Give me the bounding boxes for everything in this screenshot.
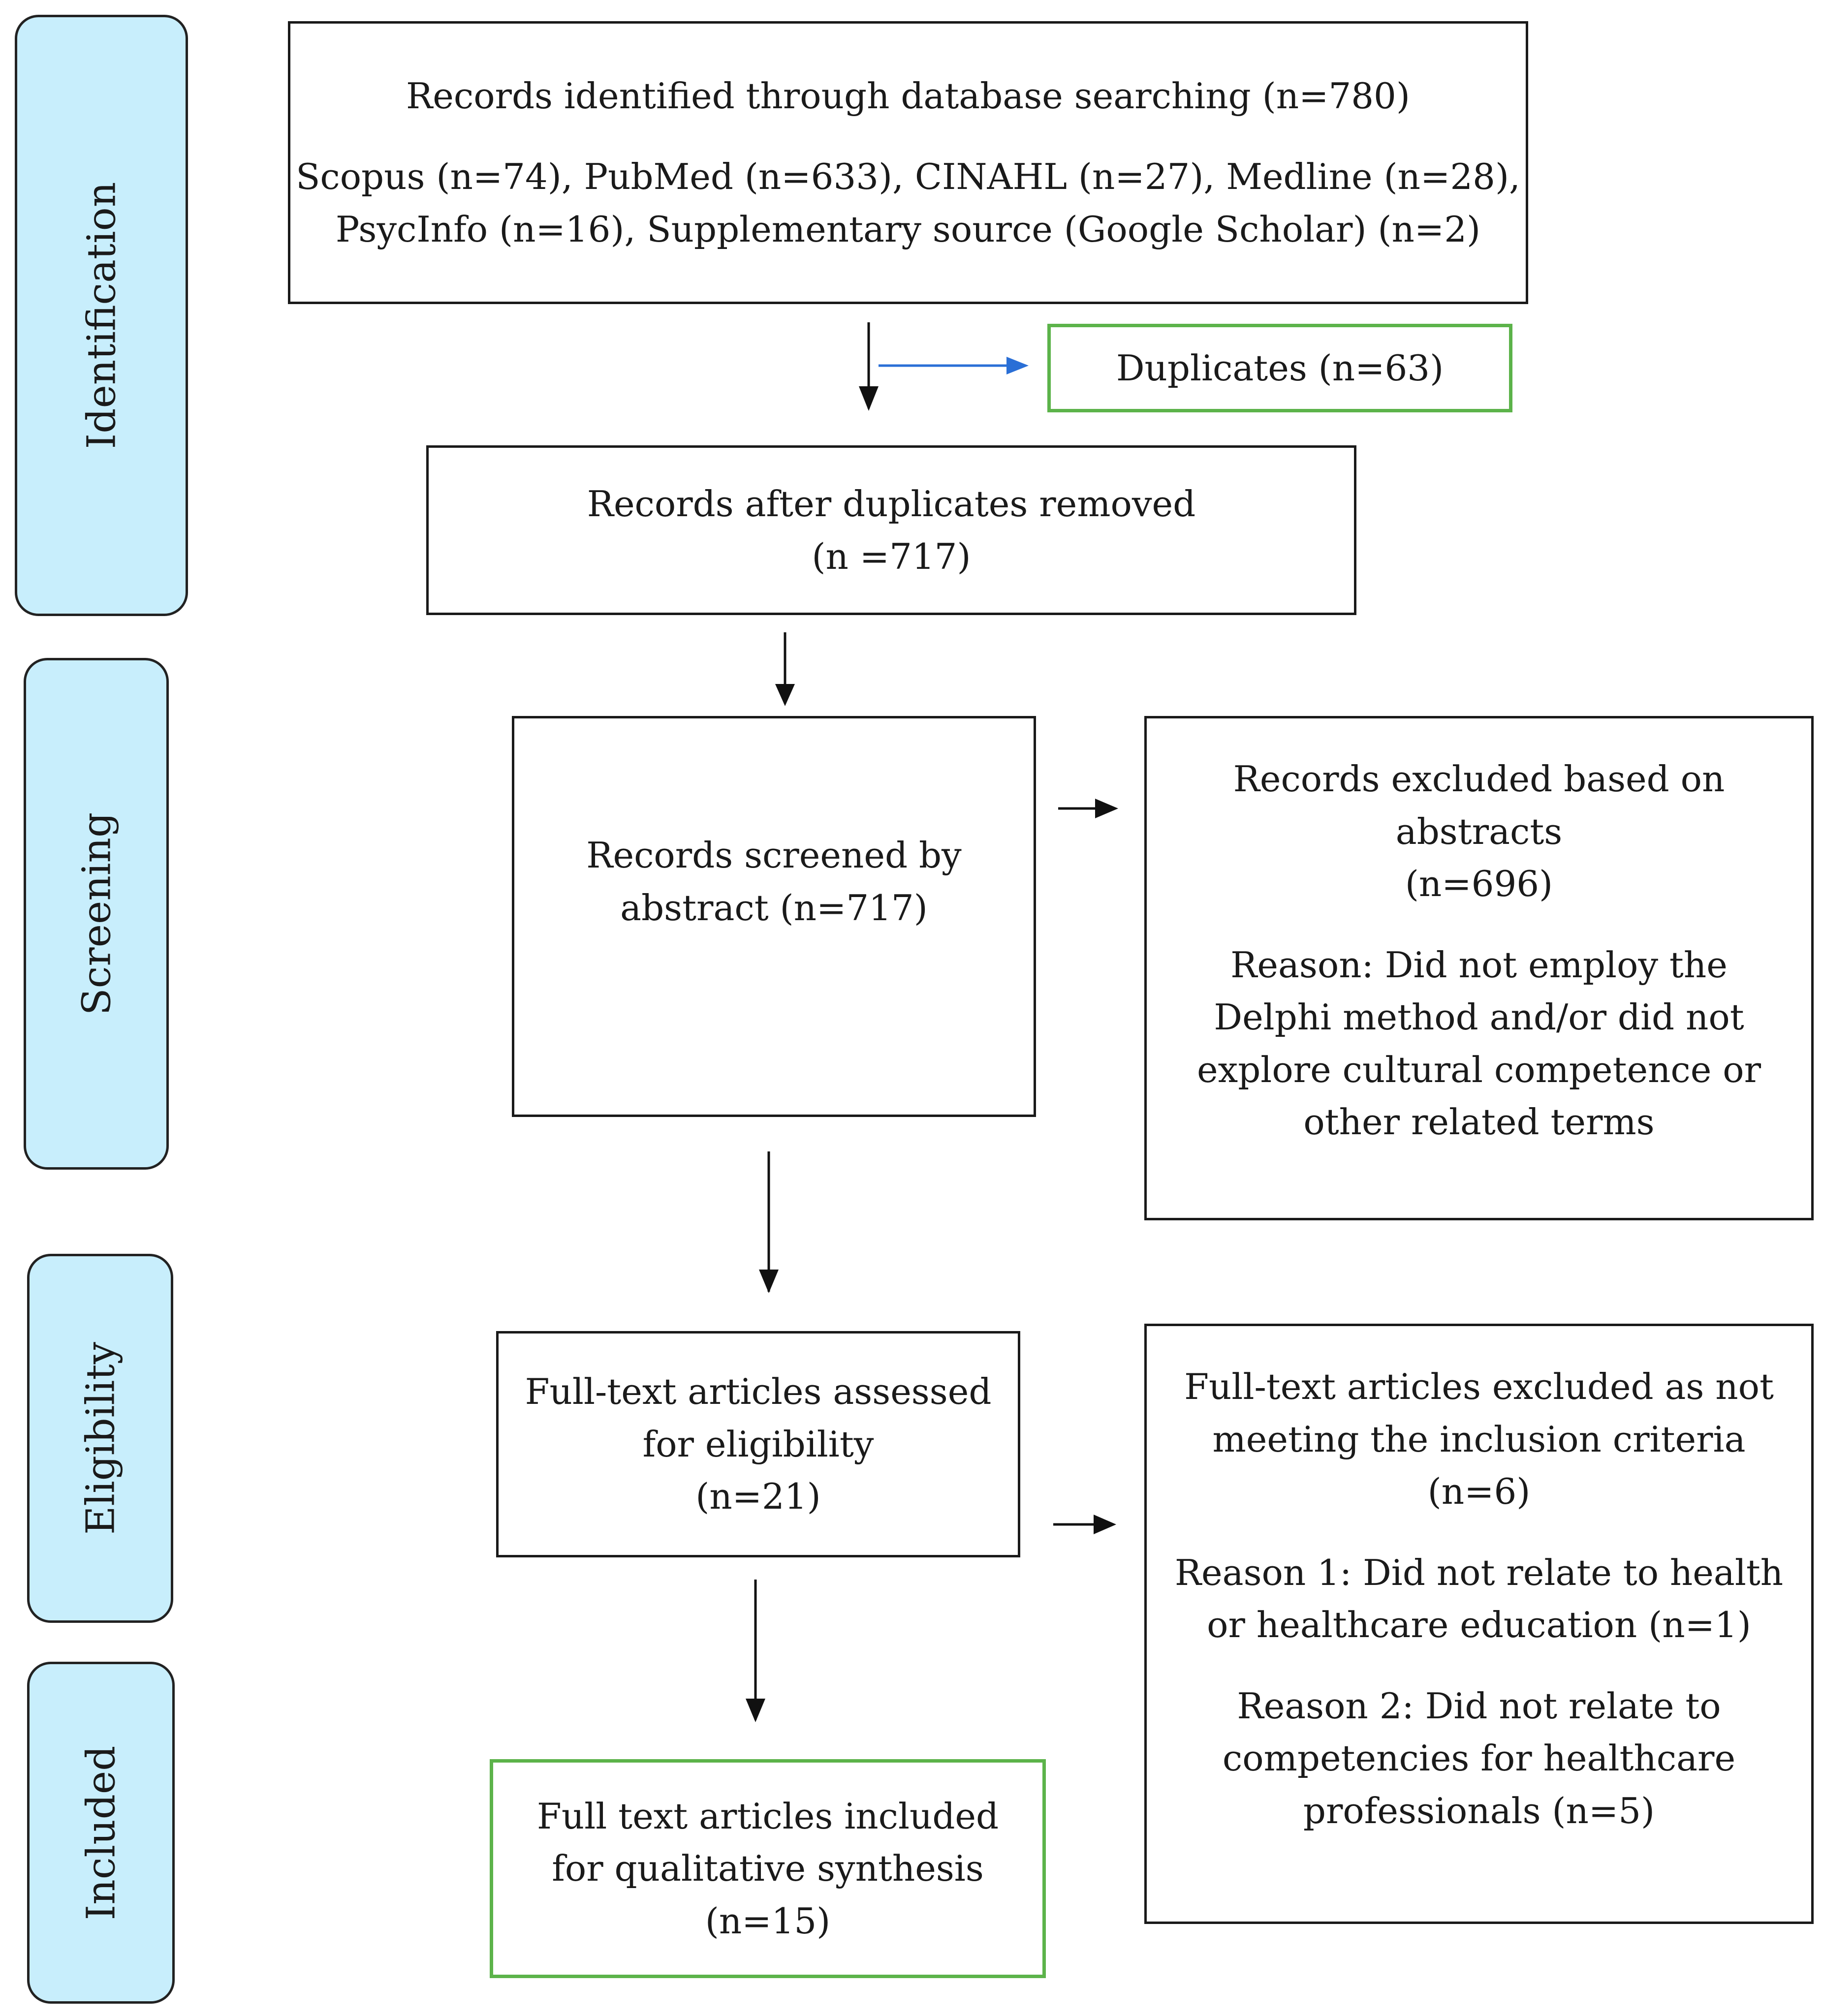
stage-included: Included xyxy=(27,1662,175,2004)
full-text-excluded-reason-2-line-1: Reason 2: Did not relate to xyxy=(1237,1685,1721,1727)
arrowhead-assessed-right xyxy=(1094,1515,1116,1534)
arrowhead-after-duplicates-down xyxy=(775,684,795,706)
full-text-excluded-count: (n=6) xyxy=(1427,1471,1531,1513)
full-text-assessed-line-1: Full-text articles assessed xyxy=(525,1371,992,1413)
included-line-1: Full text articles included xyxy=(536,1795,999,1837)
arrowhead-identified-down xyxy=(859,386,879,411)
duplicates-text: Duplicates (n=63) xyxy=(1116,347,1444,389)
full-text-assessed-count: (n=21) xyxy=(695,1476,821,1518)
excluded-abstracts-line-1: Records excluded based on xyxy=(1233,758,1725,800)
included-line-2: for qualitative synthesis xyxy=(552,1848,984,1890)
excluded-abstracts-reason-2: Delphi method and/or did not xyxy=(1214,996,1744,1038)
full-text-excluded-reason-1-line-2: or healthcare education (n=1) xyxy=(1207,1604,1751,1646)
arrowhead-screened-down xyxy=(759,1270,779,1293)
records-sources-line-1: Scopus (n=74), PubMed (n=633), CINAHL (n… xyxy=(296,156,1520,198)
records-screened-box: Records screened by abstract (n=717) xyxy=(512,716,1036,1117)
records-excluded-abstracts-box: Records excluded based on abstracts (n=6… xyxy=(1144,716,1814,1220)
records-sources-line-2: PsycInfo (n=16), Supplementary source (G… xyxy=(335,208,1481,250)
stage-screening: Screening xyxy=(24,658,169,1170)
excluded-abstracts-count: (n=696) xyxy=(1405,863,1553,905)
screened-line-1: Records screened by xyxy=(586,835,962,876)
screened-line-2: abstract (n=717) xyxy=(620,887,928,929)
included-box: Full text articles included for qualitat… xyxy=(490,1759,1046,1978)
after-duplicates-line-2: (n =717) xyxy=(812,535,971,577)
duplicates-box: Duplicates (n=63) xyxy=(1047,324,1512,412)
full-text-excluded-line-2: meeting the inclusion criteria xyxy=(1212,1418,1746,1460)
excluded-abstracts-line-2: abstracts xyxy=(1395,810,1563,852)
arrowhead-assessed-down xyxy=(746,1699,765,1722)
full-text-excluded-line-1: Full-text articles excluded as not xyxy=(1184,1366,1774,1407)
stage-identification: Identification xyxy=(15,15,188,616)
full-text-assessed-line-2: for eligibility xyxy=(642,1423,874,1465)
records-identified-title: Records identified through database sear… xyxy=(406,75,1410,117)
after-duplicates-line-1: Records after duplicates removed xyxy=(587,483,1196,525)
records-after-duplicates-box: Records after duplicates removed (n =717… xyxy=(426,445,1356,615)
stage-eligibility: Eligibility xyxy=(27,1254,173,1623)
full-text-excluded-reason-2-line-3: professionals (n=5) xyxy=(1303,1790,1655,1831)
arrowhead-duplicates-right xyxy=(1006,357,1029,374)
arrowhead-screened-right xyxy=(1095,799,1118,818)
full-text-excluded-reason-1-line-1: Reason 1: Did not relate to health xyxy=(1174,1551,1784,1593)
excluded-abstracts-reason-4: other related terms xyxy=(1303,1101,1655,1143)
full-text-excluded-box: Full-text articles excluded as not meeti… xyxy=(1144,1324,1814,1924)
excluded-abstracts-reason-1: Reason: Did not employ the xyxy=(1230,944,1728,986)
full-text-excluded-reason-2-line-2: competencies for healthcare xyxy=(1222,1737,1736,1779)
full-text-assessed-box: Full-text articles assessed for eligibil… xyxy=(496,1331,1020,1557)
records-identified-box: Records identified through database sear… xyxy=(288,21,1528,304)
excluded-abstracts-reason-3: explore cultural competence or xyxy=(1196,1049,1761,1090)
included-count: (n=15) xyxy=(705,1900,831,1942)
